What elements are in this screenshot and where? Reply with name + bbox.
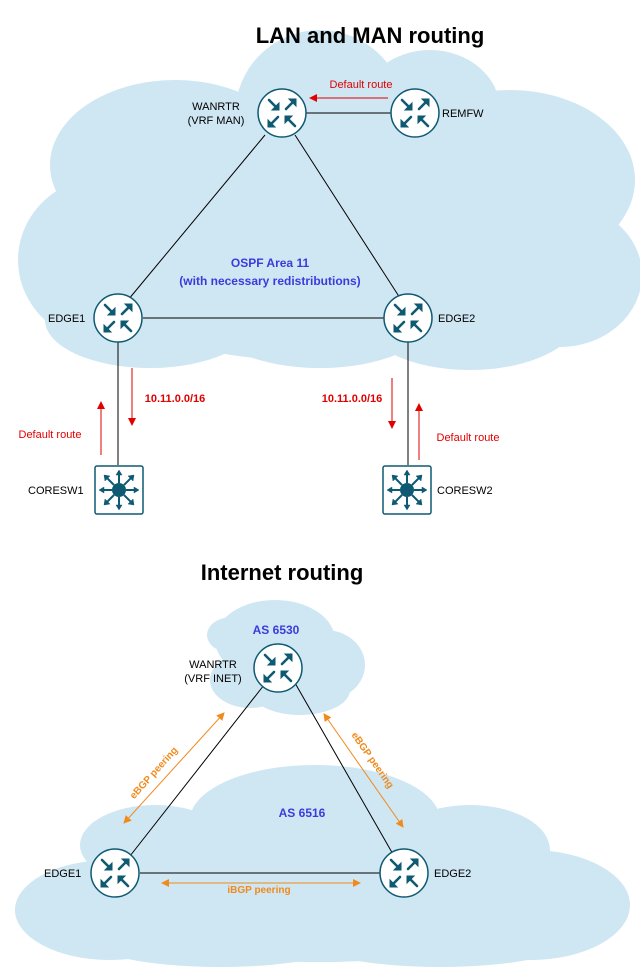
as6530-label: AS 6530: [253, 623, 300, 637]
default-route-label-top: Default route: [330, 79, 393, 91]
wanrtr-man-router[interactable]: [256, 87, 308, 139]
default-route-label-left: Default route: [19, 429, 82, 441]
wanrtr-inet-sublabel: (VRF INET): [184, 673, 241, 685]
coresw2-switch[interactable]: [382, 465, 432, 515]
subnet-label-left: 10.11.0.0/16: [145, 393, 206, 405]
ospf-area-label: OSPF Area 11: [231, 256, 310, 270]
wanrtr-man-label: WANRTR: [192, 101, 240, 113]
as6516-label: AS 6516: [279, 806, 326, 820]
wanrtr-inet-label: WANRTR: [189, 659, 237, 671]
coresw2-label: CORESW2: [437, 485, 493, 497]
edge2-label-lan: EDGE2: [438, 313, 475, 325]
lan-title: LAN and MAN routing: [256, 23, 485, 48]
subnet-label-right: 10.11.0.0/16: [322, 393, 383, 405]
wanrtr-man-sublabel: (VRF MAN): [188, 115, 245, 127]
edge1-label-inet: EDGE1: [44, 868, 81, 880]
coresw1-switch[interactable]: [94, 465, 144, 515]
edge2-router-lan[interactable]: [382, 292, 434, 344]
ibgp-label: iBGP peering: [227, 885, 290, 896]
default-route-label-right: Default route: [437, 432, 500, 444]
bgp-peering-arrows: [123, 712, 404, 887]
ospf-area-sublabel: (with necessary redistributions): [179, 274, 360, 288]
inet-title: Internet routing: [201, 560, 364, 585]
ebgp-label-left: eBGP peering: [128, 745, 180, 801]
edge2-label-inet: EDGE2: [434, 868, 471, 880]
edge2-router-inet[interactable]: [378, 847, 430, 899]
ebgp-arrow-right: [323, 713, 404, 828]
ebgp-arrow-left: [123, 712, 225, 824]
wanrtr-inet-router[interactable]: [252, 642, 304, 694]
remfw-router[interactable]: [389, 87, 441, 139]
lan-route-arrows: [97, 94, 423, 460]
edge1-label-lan: EDGE1: [48, 313, 85, 325]
remfw-label: REMFW: [442, 108, 484, 120]
edge1-router-lan[interactable]: [92, 292, 144, 344]
coresw1-label: CORESW1: [28, 485, 84, 497]
edge1-router-inet[interactable]: [89, 847, 141, 899]
